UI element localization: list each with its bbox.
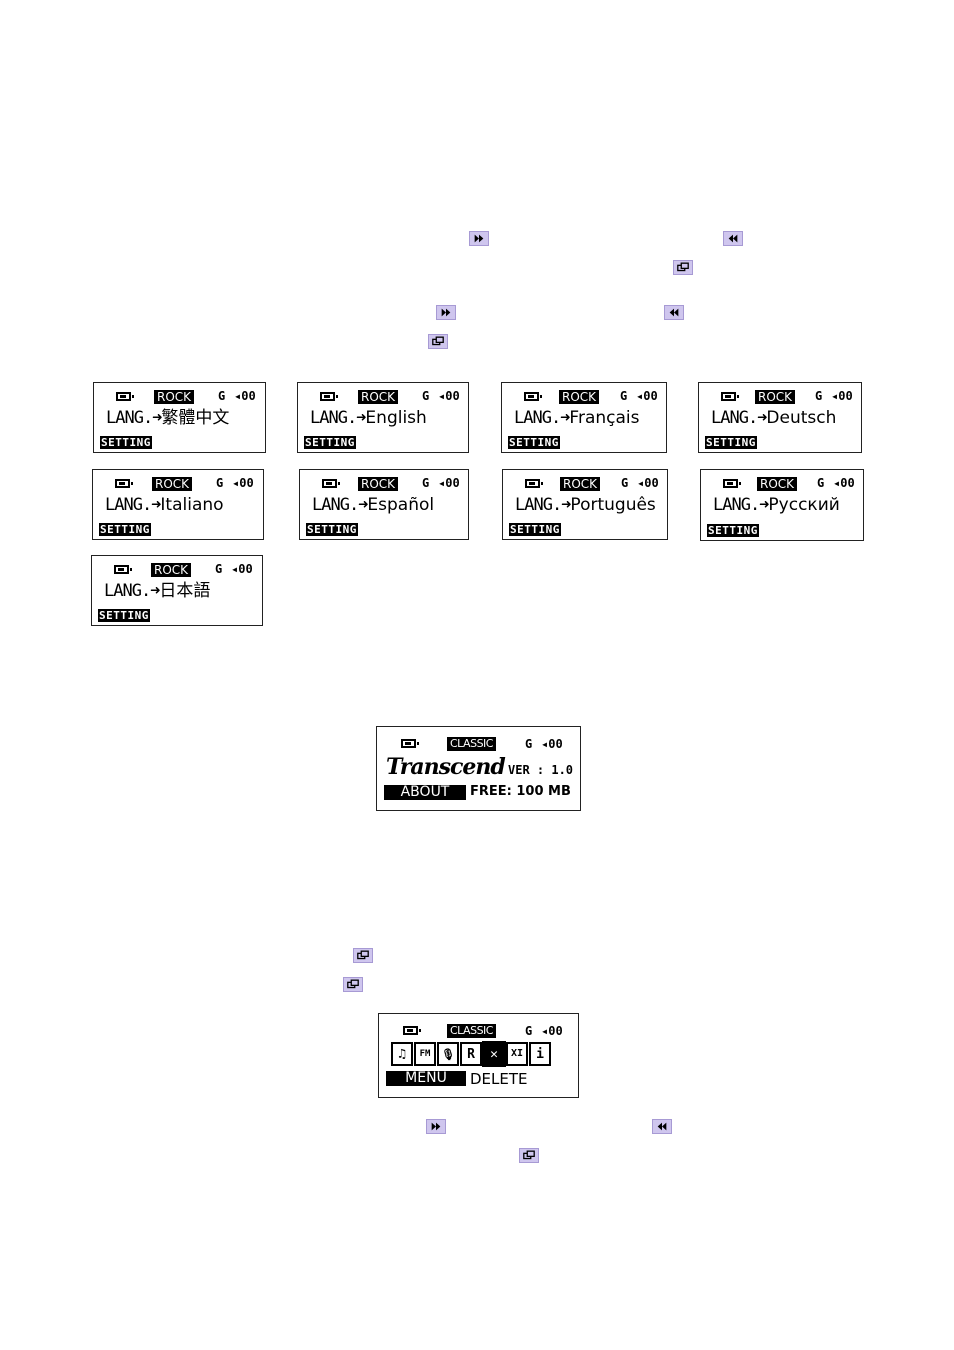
language-line: LANG.➜繁體中文	[106, 408, 230, 428]
language-line: LANG.➜日本語	[104, 581, 211, 601]
rewind-icon	[664, 305, 684, 320]
volume-readout: ◂00	[833, 476, 855, 490]
settings-icon: XI	[506, 1042, 528, 1066]
repeat-icon: G	[620, 389, 628, 403]
eq-badge: ROCK	[152, 477, 193, 491]
menu-key-icon	[673, 260, 693, 275]
setting-tag: SETTING	[306, 523, 358, 536]
rewind-icon	[723, 231, 743, 246]
about-icon: i	[529, 1042, 551, 1066]
battery-icon	[322, 479, 340, 488]
volume-readout: ◂00	[541, 737, 563, 751]
menu-key-icon	[353, 948, 373, 963]
menu-tag: MENU	[386, 1071, 466, 1086]
setting-tag: SETTING	[508, 436, 560, 449]
setting-tag: SETTING	[99, 523, 151, 536]
battery-icon	[116, 392, 134, 401]
battery-icon	[524, 392, 542, 401]
lcd-screen-menu: CLASSIC G ◂00 ♫ FM 🎙 R ✕ XI i MENU DELET…	[378, 1013, 579, 1098]
eq-badge: CLASSIC	[447, 737, 496, 751]
volume-readout: ◂00	[231, 562, 253, 576]
setting-tag: SETTING	[707, 524, 759, 537]
battery-icon	[525, 479, 543, 488]
volume-readout: ◂00	[541, 1024, 563, 1038]
repeat-icon: G	[525, 737, 533, 751]
rewind-icon	[652, 1119, 672, 1134]
setting-tag: SETTING	[98, 609, 150, 622]
version-label: VER : 1.0	[508, 763, 574, 777]
setting-tag: SETTING	[100, 436, 152, 449]
lcd-screen-lang-7: ROCK G ◂00 LANG.➜Русский SETTING	[700, 469, 864, 541]
volume-readout: ◂00	[438, 389, 460, 403]
repeat-icon: G	[621, 476, 629, 490]
menu-selected-item: DELETE	[470, 1070, 528, 1088]
volume-readout: ◂00	[831, 389, 853, 403]
language-line: LANG.➜Français	[514, 408, 640, 428]
repeat-icon: G	[422, 476, 430, 490]
menu-key-icon	[519, 1148, 539, 1163]
lcd-screen-lang-4: ROCK G ◂00 LANG.➜Italiano SETTING	[92, 469, 264, 540]
eq-badge: ROCK	[154, 390, 195, 404]
lcd-screen-lang-2: ROCK G ◂00 LANG.➜Français SETTING	[501, 382, 667, 453]
battery-icon	[723, 479, 741, 488]
repeat-icon: G	[218, 389, 226, 403]
eq-badge: ROCK	[151, 563, 192, 577]
eq-badge: ROCK	[358, 477, 399, 491]
battery-icon	[115, 479, 133, 488]
fast-forward-icon	[426, 1119, 446, 1134]
language-line: LANG.➜Português	[515, 495, 656, 515]
lcd-screen-lang-0: ROCK G ◂00 LANG.➜繁體中文 SETTING	[93, 382, 266, 453]
microphone-icon: 🎙	[437, 1042, 459, 1066]
battery-icon	[401, 739, 419, 748]
battery-icon	[114, 565, 132, 574]
lcd-screen-lang-1: ROCK G ◂00 LANG.➜English SETTING	[297, 382, 469, 453]
lcd-screen-lang-3: ROCK G ◂00 LANG.➜Deutsch SETTING	[698, 382, 862, 453]
repeat-icon: G	[216, 476, 224, 490]
eq-badge: ROCK	[559, 390, 600, 404]
about-tag: ABOUT	[384, 785, 466, 800]
fm-radio-icon: FM	[414, 1042, 436, 1066]
music-icon: ♫	[391, 1042, 413, 1066]
volume-readout: ◂00	[636, 389, 658, 403]
fast-forward-icon	[436, 305, 456, 320]
setting-tag: SETTING	[509, 523, 561, 536]
menu-key-icon	[343, 977, 363, 992]
transcend-logo: Transcend	[386, 754, 506, 780]
lcd-screen-lang-6: ROCK G ◂00 LANG.➜Português SETTING	[502, 469, 668, 540]
language-line: LANG.➜Русский	[713, 495, 840, 515]
battery-icon	[320, 392, 338, 401]
lcd-screen-about: CLASSIC G ◂00 Transcend VER : 1.0 ABOUT …	[376, 726, 581, 811]
setting-tag: SETTING	[304, 436, 356, 449]
repeat-icon: G	[525, 1024, 533, 1038]
volume-readout: ◂00	[438, 476, 460, 490]
battery-icon	[721, 392, 739, 401]
setting-tag: SETTING	[705, 436, 757, 449]
eq-badge: ROCK	[757, 477, 798, 491]
volume-readout: ◂00	[234, 389, 256, 403]
menu-key-icon	[428, 334, 448, 349]
lcd-screen-lang-8: ROCK G ◂00 LANG.➜日本語 SETTING	[91, 555, 263, 626]
fast-forward-icon	[469, 231, 489, 246]
repeat-icon: G	[817, 476, 825, 490]
volume-readout: ◂00	[232, 476, 254, 490]
battery-icon	[403, 1026, 421, 1035]
language-line: LANG.➜Italiano	[105, 495, 224, 515]
menu-icon-row: ♫ FM 🎙 R ✕ XI i	[391, 1041, 551, 1067]
repeat-icon: G	[215, 562, 223, 576]
free-space-label: FREE: 100 MB	[470, 784, 571, 799]
eq-badge: ROCK	[755, 390, 796, 404]
volume-readout: ◂00	[637, 476, 659, 490]
repeat-icon: G	[422, 389, 430, 403]
record-icon: R	[460, 1042, 482, 1066]
lcd-screen-lang-5: ROCK G ◂00 LANG.➜Español SETTING	[299, 469, 469, 540]
language-line: LANG.➜English	[310, 408, 427, 428]
language-line: LANG.➜Deutsch	[711, 408, 837, 428]
eq-badge: ROCK	[358, 390, 399, 404]
language-line: LANG.➜Español	[312, 495, 435, 515]
repeat-icon: G	[815, 389, 823, 403]
eq-badge: CLASSIC	[447, 1024, 496, 1038]
eq-badge: ROCK	[560, 477, 601, 491]
delete-icon: ✕	[482, 1041, 506, 1067]
